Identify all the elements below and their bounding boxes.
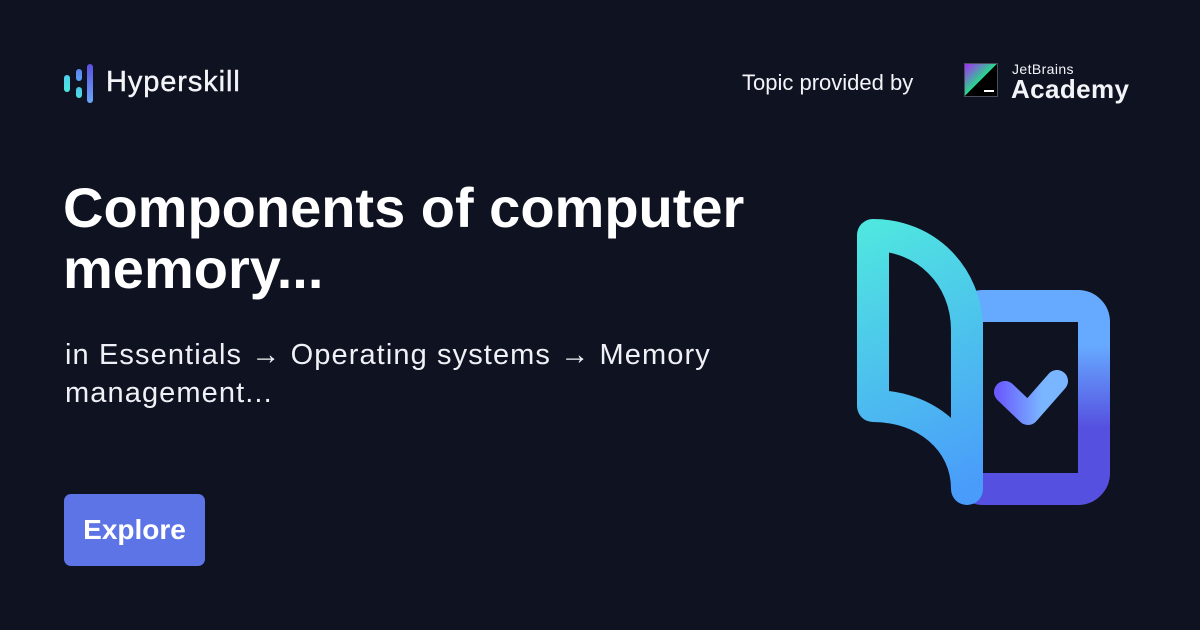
jetbrains-logo-underscore	[984, 90, 994, 92]
explore-button-label: Explore	[83, 514, 186, 545]
logo-bar	[87, 64, 93, 103]
page-shape	[857, 219, 983, 505]
breadcrumb-item: Memory management...	[65, 339, 711, 409]
breadcrumb-prefix: in	[65, 339, 90, 371]
brand-name: Hyperskill	[106, 66, 241, 98]
breadcrumb-item: Operating systems	[290, 339, 552, 371]
topic-breadcrumb: in Essentials → Operating systems → Memo…	[65, 336, 785, 412]
provider-label: Topic provided by	[742, 70, 914, 95]
explore-button[interactable]: Explore	[64, 494, 205, 566]
hyperskill-bars-icon	[63, 63, 95, 105]
checkmark-icon	[994, 370, 1068, 425]
logo-bar	[76, 69, 82, 81]
topic-title: Components of computer memory...	[63, 176, 745, 300]
breadcrumb-arrow-icon: →	[251, 339, 282, 371]
logo-bar	[76, 87, 82, 98]
breadcrumb-arrow-icon: →	[560, 339, 591, 371]
frame-shape	[951, 290, 1110, 505]
breadcrumb-item: Essentials	[98, 339, 243, 371]
logo-bar	[64, 75, 70, 92]
provider-product: Academy	[1011, 74, 1130, 104]
provider-company: JetBrains	[1012, 61, 1074, 77]
jetbrains-logo-icon	[964, 63, 998, 97]
